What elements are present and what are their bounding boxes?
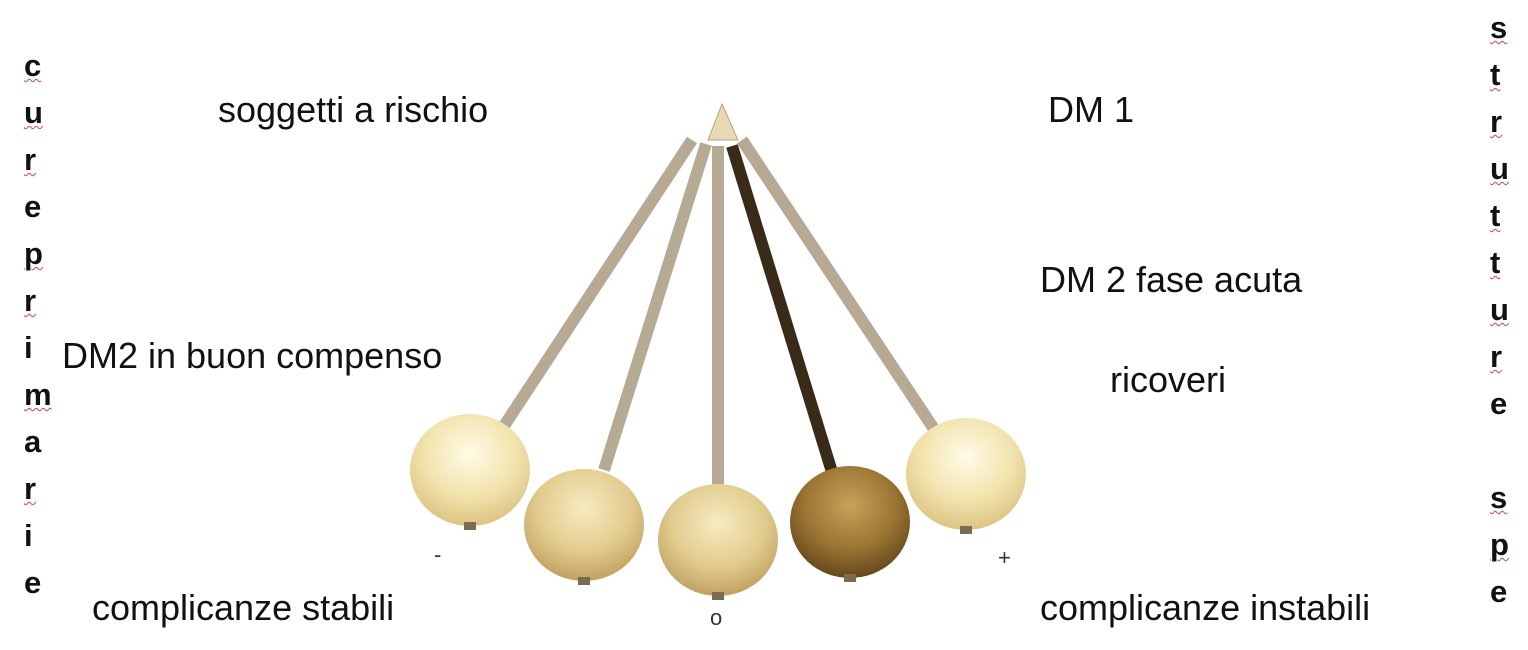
cure-primarie-letter: r (24, 465, 36, 512)
strutture-spe-letter: u (1490, 286, 1509, 333)
label-soggetti-a-rischio: soggetti a rischio (218, 92, 488, 128)
strutture-spe-letter: t (1490, 51, 1500, 98)
cure-primarie-letter: i (24, 512, 33, 559)
strutture-spe-letter: u (1490, 145, 1509, 192)
pendulum-ball-right (790, 466, 910, 578)
strutture-spe-letter: e (1490, 380, 1507, 427)
pendulum-ball-left-tip (578, 577, 590, 585)
strutture-spe-letter: e (1490, 568, 1507, 615)
pendulum-ball-far-left (410, 414, 530, 526)
cure-primarie-letter: c (24, 42, 41, 89)
cure-primarie-letter: i (24, 324, 33, 371)
cure-primarie-letter: e (24, 183, 41, 230)
label-ricoveri: ricoveri (1110, 362, 1226, 398)
sign-plus: + (998, 545, 1011, 570)
cure-primarie-letter: r (24, 136, 36, 183)
pendulum-ball-left (524, 469, 644, 581)
strutture-spe-letter: s (1490, 4, 1507, 51)
pendulum-ball-center (658, 484, 778, 596)
label-complicanze-stabili: complicanze stabili (92, 590, 394, 626)
pendulum-ball-center-tip (712, 592, 724, 600)
strutture-spe-letter: r (1490, 333, 1502, 380)
strutture-spe-letter: t (1490, 239, 1500, 286)
cure-primarie-letter: u (24, 89, 43, 136)
strutture-spe-letter: r (1490, 98, 1502, 145)
strutture-spe-letter: s (1490, 474, 1507, 521)
cure-primarie-letter: e (24, 559, 41, 606)
sign-minus: - (434, 542, 441, 567)
label-complicanze-instabili: complicanze instabili (1040, 590, 1370, 626)
cure-primarie-letter: a (24, 418, 41, 465)
pendulum-ball-far-right (906, 418, 1026, 530)
label-dm2-buon-compenso: DM2 in buon compenso (62, 338, 442, 374)
strutture-spe-letter: t (1490, 192, 1500, 239)
cure-primarie-letter: r (24, 277, 36, 324)
label-dm2-fase-acuta: DM 2 fase acuta (1040, 262, 1302, 298)
sign-zero: o (710, 605, 722, 630)
label-dm1: DM 1 (1048, 92, 1134, 128)
pendulum-ball-far-left-tip (464, 522, 476, 530)
cure-primarie-letter: p (24, 230, 43, 277)
pendulum-pivot (708, 104, 738, 140)
cure-primarie-letter: m (24, 371, 52, 418)
pendulum-ball-far-right-tip (960, 526, 972, 534)
pendulum-ball-right-tip (844, 574, 856, 582)
strutture-spe-letter: p (1490, 521, 1509, 568)
